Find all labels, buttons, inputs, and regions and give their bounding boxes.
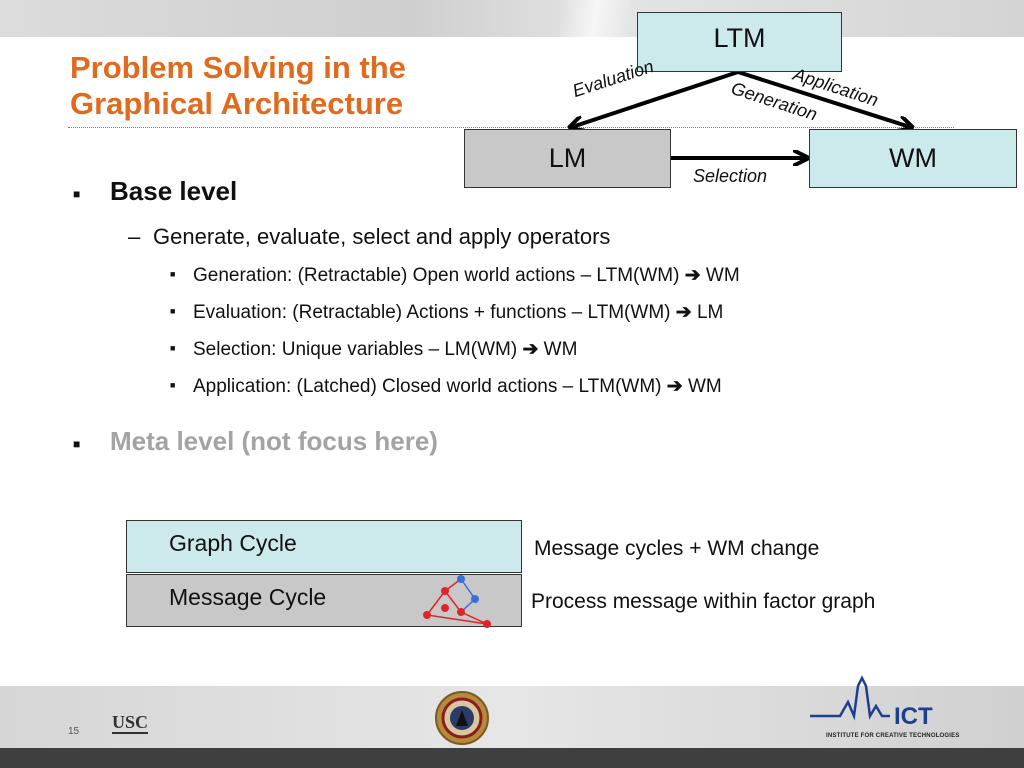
base-level-heading: Base level bbox=[110, 176, 238, 206]
list-item: Application: (Latched) Closed world acti… bbox=[193, 376, 722, 397]
footer-bar bbox=[0, 748, 1024, 768]
bullet-marker: ■ bbox=[170, 380, 176, 390]
svg-text:ICT: ICT bbox=[894, 703, 933, 730]
list-item: Generation: (Retractable) Open world act… bbox=[193, 265, 740, 286]
right-arrow-icon: ➔ bbox=[666, 376, 683, 397]
graph-cycle-box: Graph Cycle bbox=[126, 520, 522, 573]
graph-cycle-label: Graph Cycle bbox=[169, 530, 297, 556]
wm-node: WM bbox=[809, 129, 1017, 188]
lm-node: LM bbox=[464, 129, 671, 188]
list-item: Evaluation: (Retractable) Actions + func… bbox=[193, 302, 724, 323]
slide-title: Problem Solving in the Graphical Archite… bbox=[70, 50, 406, 122]
bullet-marker: ■ bbox=[170, 306, 176, 316]
bullet-marker: ■ bbox=[170, 343, 176, 353]
page-number: 15 bbox=[68, 726, 80, 737]
selection-label: Selection bbox=[693, 166, 768, 186]
meta-level-heading: Meta level (not focus here) bbox=[110, 426, 438, 456]
sub-heading: Generate, evaluate, select and apply ope… bbox=[153, 224, 611, 249]
factor-graph-icon bbox=[423, 575, 491, 628]
dash-marker: – bbox=[128, 224, 141, 249]
bullet-marker: ■ bbox=[170, 269, 176, 279]
title-line-2: Graphical Architecture bbox=[70, 86, 404, 121]
right-arrow-icon: ➔ bbox=[675, 302, 692, 323]
right-arrow-icon: ➔ bbox=[522, 339, 539, 360]
usc-logo: USC bbox=[112, 712, 149, 734]
graph-cycle-note: Message cycles + WM change bbox=[534, 537, 820, 560]
bullet-marker: ■ bbox=[73, 187, 81, 201]
bullet-marker: ■ bbox=[73, 437, 81, 451]
ict-logo: ICT bbox=[810, 675, 933, 730]
ict-subtitle: INSTITUTE FOR CREATIVE TECHNOLOGIES bbox=[826, 733, 960, 739]
right-arrow-icon: ➔ bbox=[684, 265, 701, 286]
seal-logo bbox=[435, 691, 489, 745]
diagram-arrows bbox=[0, 70, 1024, 200]
message-cycle-box: Message Cycle bbox=[126, 574, 522, 628]
title-line-1: Problem Solving in the bbox=[70, 50, 406, 85]
title-divider bbox=[68, 127, 954, 128]
top-banner bbox=[0, 0, 1024, 37]
message-cycle-label: Message Cycle bbox=[169, 584, 327, 610]
evaluation-arrow bbox=[572, 70, 739, 127]
ltm-node: LTM bbox=[637, 12, 842, 72]
message-cycle-note: Process message within factor graph bbox=[531, 590, 876, 613]
application-arrow bbox=[737, 70, 910, 127]
list-item: Selection: Unique variables – LM(WM) ➔ W… bbox=[193, 339, 578, 360]
